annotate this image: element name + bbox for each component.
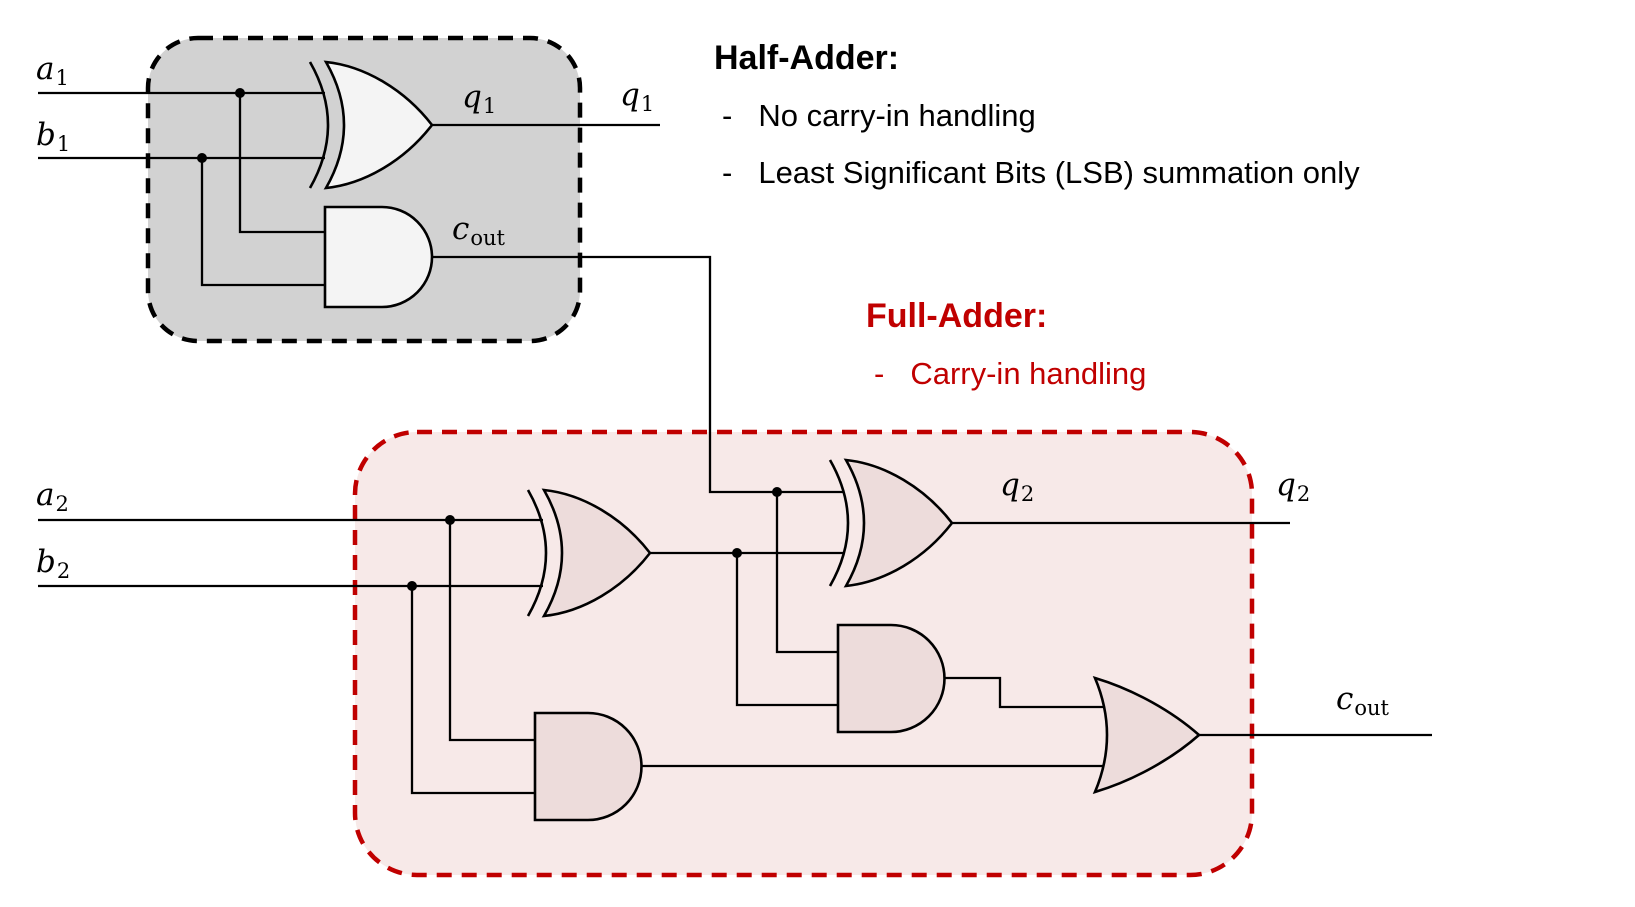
label-cout-var: c — [1336, 681, 1354, 717]
junction-dot — [235, 88, 245, 98]
label-q2-outer: q2 — [1276, 468, 1310, 506]
junction-dot — [197, 153, 207, 163]
label-b2: b2 — [36, 545, 70, 583]
half-adder-note-bullet: - Least Significant Bits (LSB) summation… — [714, 155, 1360, 191]
half-adder-note-bullet: - No carry-in handling — [714, 98, 1360, 134]
label-a2-var: a — [36, 477, 55, 513]
label-a1-sub: 1 — [55, 66, 69, 90]
junction-dot — [445, 515, 455, 525]
label-b1-var: b — [36, 117, 56, 153]
full-adder-note-title: Full-Adder: — [866, 297, 1048, 335]
label-cout-full-adder: cout — [1336, 682, 1389, 720]
label-q2-sub: 2 — [1020, 482, 1035, 506]
wire-b2-branch — [410, 586, 537, 795]
full-adder-boundary — [352, 429, 1255, 878]
bullet-dash: - — [722, 98, 733, 134]
label-b1: b1 — [36, 118, 70, 156]
label-b2-sub: 2 — [56, 559, 71, 583]
full-adder-note-bullet: - Carry-in handling — [866, 356, 1146, 392]
half-adder-note-title: Half-Adder: — [714, 39, 900, 77]
junction-dot — [732, 548, 742, 558]
wire-a1-branch — [238, 93, 327, 234]
label-a2: a2 — [36, 478, 69, 516]
half-adder-boundary — [145, 35, 583, 344]
label-q2-inner: q2 — [1000, 468, 1034, 506]
bullet-text: Carry-in handling — [910, 356, 1147, 392]
full-adder-note: Full-Adder: - Carry-in handling — [866, 297, 1146, 392]
label-b2-var: b — [36, 544, 56, 580]
bullet-text: Least Significant Bits (LSB) summation o… — [758, 155, 1360, 191]
label-q2-sub: 2 — [1296, 482, 1311, 506]
label-a1: a1 — [36, 52, 69, 90]
wire-a2-branch — [448, 520, 537, 742]
junction-dot — [407, 581, 417, 591]
label-cout-sub: out — [1354, 696, 1389, 720]
half-adder-and-gate — [323, 205, 434, 309]
label-q1-sub: 1 — [482, 94, 497, 118]
label-q1-inner: q1 — [462, 80, 496, 118]
label-q1-outer: q1 — [620, 78, 654, 116]
label-cout-var: c — [452, 211, 470, 247]
full-adder-and2-gate — [533, 711, 643, 822]
bullet-dash: - — [874, 356, 885, 392]
label-q1-var: q — [462, 79, 482, 115]
junction-dot — [772, 487, 782, 497]
bullet-text: No carry-in handling — [758, 98, 1036, 134]
label-a1-var: a — [36, 51, 55, 87]
half-adder-note: Half-Adder: - No carry-in handling - Lea… — [714, 39, 1360, 191]
wire-carry-branch-to-and — [775, 492, 840, 654]
label-cout-half-adder: cout — [452, 212, 505, 250]
wire-and1-to-or — [944, 676, 1110, 709]
label-q1-var: q — [620, 77, 640, 113]
wire-xor1-branch-to-and — [735, 553, 840, 707]
label-q2-var: q — [1276, 467, 1296, 503]
label-b1-sub: 1 — [56, 132, 71, 156]
label-q1-sub: 1 — [640, 92, 655, 116]
bullet-dash: - — [722, 155, 733, 191]
label-cout-sub: out — [470, 226, 505, 250]
label-q2-var: q — [1000, 467, 1020, 503]
full-adder-and1-gate — [836, 623, 946, 734]
label-a2-sub: 2 — [55, 492, 69, 516]
wire-b1-branch — [200, 158, 327, 287]
